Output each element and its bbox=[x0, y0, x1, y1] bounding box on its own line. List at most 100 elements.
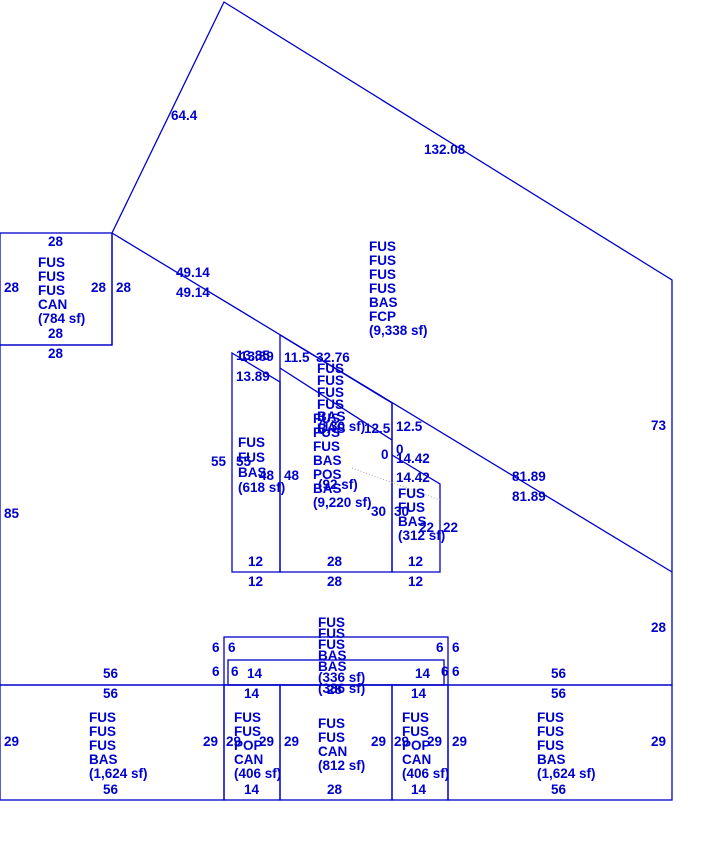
dimension-label: 28 bbox=[116, 280, 132, 295]
area-label-line: FUS bbox=[369, 239, 396, 254]
dimension-label: 29 bbox=[4, 734, 19, 749]
dimension-label: 55 bbox=[211, 454, 227, 469]
dimension-label: 29 bbox=[259, 734, 274, 749]
dimension-label: 30 bbox=[394, 504, 409, 519]
dimension-label: 28 bbox=[327, 554, 343, 569]
dimension-label: 6 bbox=[452, 640, 460, 655]
dimension-label: 29 bbox=[371, 734, 386, 749]
area-label-line: BAS bbox=[313, 453, 342, 468]
area-label-line: (784 sf) bbox=[38, 311, 85, 326]
dimension-label: 12 bbox=[408, 554, 423, 569]
area-label-line: BAS bbox=[317, 409, 346, 424]
area-label-line: BAS bbox=[89, 752, 118, 767]
dimension-label: 48 bbox=[284, 468, 300, 483]
area-label-line: BAS bbox=[398, 514, 427, 529]
area-label-line: FUS bbox=[234, 710, 261, 725]
area-label-line: FUS bbox=[89, 710, 116, 725]
area-label-line: BAS bbox=[369, 295, 398, 310]
dimension-label: 28 bbox=[48, 346, 64, 361]
sketch-outlines bbox=[0, 1, 673, 801]
dimension-label: 0 bbox=[381, 447, 389, 462]
bottom-right-block bbox=[447, 684, 673, 801]
dimension-label: 56 bbox=[551, 782, 567, 797]
dimension-label: 29 bbox=[394, 734, 409, 749]
area-label-line: FUS bbox=[313, 411, 340, 426]
area-label-line: (406 sf) bbox=[402, 766, 449, 781]
dimension-label: 29 bbox=[452, 734, 467, 749]
area-label-line: FUS bbox=[402, 710, 429, 725]
area-label-line: FUS bbox=[369, 267, 396, 282]
dimension-label: 56 bbox=[551, 666, 567, 681]
dimension-label: 12.5 bbox=[396, 419, 423, 434]
area-label-line: BAS bbox=[318, 659, 347, 674]
area-label-line: FUS bbox=[369, 253, 396, 268]
area-label-line: CAN bbox=[402, 752, 431, 767]
dimension-label: 6 bbox=[212, 640, 220, 655]
dimension-label: 6 bbox=[436, 640, 444, 655]
area-label-line: FUS bbox=[238, 450, 265, 465]
dimension-label: 6 bbox=[231, 664, 239, 679]
dimension-label: 6 bbox=[212, 664, 220, 679]
area-label-line: (336 sf) bbox=[318, 670, 365, 685]
area-label-line: CAN bbox=[234, 752, 263, 767]
area-label-line: FUS bbox=[318, 615, 345, 630]
dimension-label: 73 bbox=[651, 418, 667, 433]
dimension-label: 14 bbox=[415, 666, 431, 681]
area-label-line: FUS bbox=[313, 439, 340, 454]
dimension-label: 13.89 bbox=[240, 349, 274, 364]
dimension-label: 56 bbox=[103, 686, 119, 701]
area-label-line: (312 sf) bbox=[398, 528, 445, 543]
dimension-label: 29 bbox=[226, 734, 241, 749]
area-label-line: FUS bbox=[234, 724, 261, 739]
right-bas-outline bbox=[391, 403, 441, 573]
area-label-line: (406 sf) bbox=[234, 766, 281, 781]
area-label-line: (1,624 sf) bbox=[89, 766, 148, 781]
area-label-line: FUS bbox=[318, 716, 345, 731]
dimension-label: 28 bbox=[91, 280, 107, 295]
dimension-label: 12.5 bbox=[364, 421, 391, 436]
dimension-label: 29 bbox=[203, 734, 218, 749]
area-label-line: (92 sf) bbox=[318, 477, 358, 492]
dimension-label: 14.42 bbox=[396, 470, 430, 485]
area-label-line: POP bbox=[234, 738, 263, 753]
area-label-line: (618 sf) bbox=[238, 480, 285, 495]
dimension-label: 132.08 bbox=[424, 142, 466, 157]
area-label-center-overlap-b: (130 sf) (92 sf) bbox=[318, 419, 365, 492]
dimension-label: 49.14 bbox=[176, 265, 210, 280]
area-label-line: (1,624 sf) bbox=[537, 766, 596, 781]
dimension-labels: 64.4 132.08 73 28 85 49.14 49.14 81.89 8… bbox=[4, 108, 667, 797]
dimension-label: 64.4 bbox=[171, 108, 198, 123]
center-dotted-line bbox=[351, 467, 441, 501]
dimension-label: 28 bbox=[48, 326, 64, 341]
area-label-line: FUS bbox=[537, 710, 564, 725]
dimension-label: 6 bbox=[452, 664, 460, 679]
area-label-line: FUS bbox=[318, 626, 345, 641]
area-label-line: POP bbox=[402, 738, 431, 753]
dimension-label: 22 bbox=[419, 520, 434, 535]
area-label-line: FUS bbox=[89, 738, 116, 753]
area-label-line: FUS bbox=[398, 500, 425, 515]
dimension-label: 29 bbox=[427, 734, 442, 749]
area-label-line: FUS bbox=[317, 373, 344, 388]
dimension-label: 12 bbox=[408, 574, 423, 589]
dimension-label: 56 bbox=[551, 686, 567, 701]
area-label-line: CAN bbox=[318, 744, 347, 759]
area-label-line: FUS bbox=[317, 385, 344, 400]
dimension-label: 49.14 bbox=[176, 285, 210, 300]
area-label-line: BAS bbox=[317, 421, 346, 436]
area-label-line: FUS bbox=[38, 255, 65, 270]
area-label-line: (130 sf) bbox=[318, 419, 365, 434]
dimension-label: 85 bbox=[4, 506, 20, 521]
dimension-label: 30 bbox=[371, 504, 386, 519]
dimension-label: 14.42 bbox=[396, 451, 430, 466]
area-label-line: FUS bbox=[537, 738, 564, 753]
dimension-label: 0 bbox=[396, 442, 404, 457]
